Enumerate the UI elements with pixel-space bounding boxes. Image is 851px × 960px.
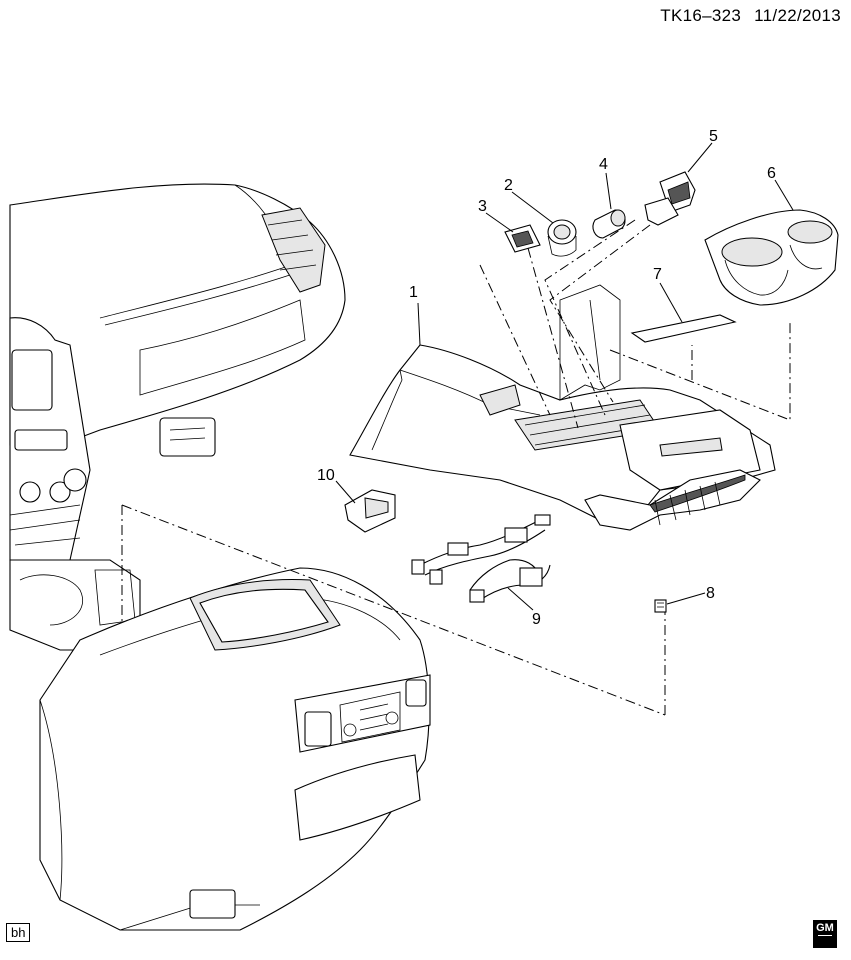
gm-logo-icon: GM (813, 920, 837, 948)
callout-6: 6 (767, 165, 776, 182)
diagram-header: TK16–323 11/22/2013 (660, 6, 841, 26)
callout-8: 8 (706, 585, 715, 602)
diagram-date: 11/22/2013 (754, 6, 841, 25)
part-10 (344, 489, 396, 533)
part-2 (547, 219, 577, 257)
callout-9: 9 (532, 611, 541, 628)
leader-lines (335, 142, 794, 611)
console-part-1 (349, 284, 776, 531)
part-8-clip (654, 599, 667, 613)
callout-4: 4 (599, 156, 608, 173)
part-4 (592, 209, 626, 239)
callout-7: 7 (653, 266, 662, 283)
part-6-cup-holder (704, 209, 839, 306)
assembly-lines (121, 219, 791, 716)
callout-5: 5 (709, 128, 718, 145)
callout-10: 10 (317, 467, 335, 484)
part-7-pad (630, 314, 737, 343)
callout-labels: 1 2 3 4 5 6 7 8 9 10 (317, 128, 776, 628)
callout-1: 1 (409, 284, 418, 301)
part-9-wiring-harness (411, 514, 551, 603)
callout-3: 3 (478, 198, 487, 215)
callout-2: 2 (504, 177, 513, 194)
part-5 (644, 171, 696, 226)
logo-text: GM (816, 922, 834, 934)
illustrator-stamp: bh (6, 923, 31, 942)
rear-console-assembly (9, 559, 431, 931)
part-3 (504, 224, 541, 253)
diagram-code: TK16–323 (660, 6, 742, 25)
instrument-panel (9, 183, 346, 561)
